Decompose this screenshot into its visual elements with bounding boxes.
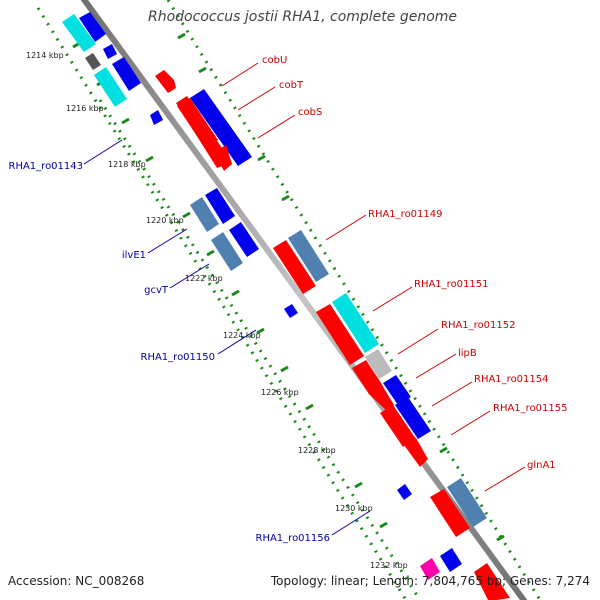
- gene-RHA1_ro01143[interactable]: [150, 110, 163, 125]
- leader-RHA1_ro01150: [217, 329, 257, 355]
- gene-RHA1_ro01155[interactable]: [404, 438, 428, 467]
- forward-gene-labels: cobU cobT cobS RHA1_ro01149 RHA1_ro01151…: [262, 55, 568, 471]
- ruler-tick-label: 1232 kbp: [370, 561, 408, 570]
- gene-red-1152[interactable]: [352, 360, 383, 394]
- ruler-tick-label: 1218 kbp: [108, 160, 146, 169]
- gene-label-RHA1_ro01156[interactable]: RHA1_ro01156: [256, 533, 331, 544]
- guide-line-inner-left: [98, 99, 422, 600]
- gene-red-lipB[interactable]: [368, 385, 394, 414]
- gene-red-small-1[interactable]: [214, 145, 232, 171]
- gene-blue-top-3[interactable]: [112, 57, 141, 91]
- leader-RHA1_ro01151: [372, 286, 413, 312]
- gene-cyan-top-2[interactable]: [94, 67, 127, 107]
- gene-ilvE1-steel[interactable]: [190, 197, 219, 232]
- gene-label-RHA1_ro01155[interactable]: RHA1_ro01155: [493, 403, 568, 414]
- gene-label-ilvE1[interactable]: ilvE1: [122, 250, 146, 261]
- gene-cobT[interactable]: [190, 89, 252, 166]
- reverse-gene-labels: RHA1_ro01143 ilvE1 gcvT RHA1_ro01150 RHA…: [9, 161, 331, 544]
- gene-red-1154[interactable]: [380, 405, 416, 447]
- gene-red-1151[interactable]: [316, 304, 364, 365]
- gene-magenta-bottom[interactable]: [420, 558, 440, 580]
- ruler-tick-label: 1224 kbp: [223, 331, 261, 340]
- gene-label-RHA1_ro01151[interactable]: RHA1_ro01151: [414, 279, 489, 290]
- gene-gcvT-steel[interactable]: [211, 232, 243, 271]
- gene-RHA1_ro01154[interactable]: [395, 397, 431, 439]
- genome-title: Rhodococcus jostii RHA1, complete genome: [148, 9, 458, 25]
- gene-label-RHA1_ro01154[interactable]: RHA1_ro01154: [474, 374, 549, 385]
- genome-summary-text: Topology: linear; Length: 7,804,765 bp; …: [270, 574, 590, 588]
- forward-strand-genes: [155, 70, 510, 600]
- leader-cobU: [221, 62, 259, 87]
- gene-RHA1_ro01152[interactable]: [365, 349, 392, 379]
- gene-label-RHA1_ro01152[interactable]: RHA1_ro01152: [441, 320, 516, 331]
- ruler-tick-labels: 1214 kbp 1216 kbp 1218 kbp 1220 kbp 1222…: [26, 51, 408, 570]
- leader-RHA1_ro01154: [431, 381, 473, 407]
- gene-label-lipB[interactable]: lipB: [458, 348, 477, 359]
- ruler-tick-label: 1216 kbp: [66, 104, 104, 113]
- gene-red-glnA1[interactable]: [430, 489, 470, 537]
- gene-RHA1_ro01150[interactable]: [284, 304, 298, 318]
- gene-label-cobS[interactable]: cobS: [298, 107, 322, 118]
- gene-glnA1[interactable]: [447, 478, 487, 527]
- leader-RHA1_ro01143: [83, 139, 123, 165]
- ruler-tick-label: 1228 kbp: [298, 446, 336, 455]
- reverse-strand-genes: [62, 12, 412, 500]
- label-leader-lines: [83, 62, 526, 536]
- ruler-tick-label: 1226 kbp: [261, 388, 299, 397]
- leader-RHA1_ro01152: [397, 328, 439, 355]
- guide-line-right: [166, 0, 542, 600]
- leader-lipB: [415, 353, 457, 379]
- gene-label-RHA1_ro01143[interactable]: RHA1_ro01143: [9, 161, 84, 172]
- gene-dark-1[interactable]: [85, 53, 101, 70]
- leader-cobS: [257, 114, 296, 139]
- leader-cobT: [237, 86, 276, 111]
- genome-backbone: [80, 0, 528, 600]
- gene-cobU[interactable]: [155, 70, 176, 93]
- gene-blue-top-2[interactable]: [103, 44, 117, 59]
- leader-glnA1: [484, 466, 526, 492]
- leader-RHA1_ro01156: [331, 510, 371, 536]
- ruler-tick-label: 1220 kbp: [146, 216, 184, 225]
- ruler-tick-label: 1230 kbp: [335, 504, 373, 513]
- gene-cyan-top-1[interactable]: [62, 14, 96, 52]
- gene-blue-bottom[interactable]: [440, 548, 462, 572]
- leader-ilvE1: [147, 228, 188, 254]
- gene-gcvT[interactable]: [229, 222, 259, 257]
- accession-text: Accession: NC_008268: [8, 574, 145, 588]
- gene-red-1149[interactable]: [273, 240, 316, 294]
- leader-RHA1_ro01155: [450, 410, 491, 436]
- gene-ilvE1[interactable]: [205, 188, 235, 224]
- gene-label-gcvT[interactable]: gcvT: [144, 285, 169, 296]
- ruler-tick-marks: [72, 32, 505, 542]
- gene-RHA1_ro01156[interactable]: [397, 484, 412, 500]
- gene-RHA1_ro01151[interactable]: [332, 293, 379, 353]
- leader-gcvT: [169, 263, 210, 289]
- gene-red-bottom[interactable]: [474, 563, 510, 600]
- gene-label-RHA1_ro01150[interactable]: RHA1_ro01150: [141, 352, 216, 363]
- gene-cobS[interactable]: [177, 98, 218, 148]
- gene-label-cobT[interactable]: cobT: [279, 80, 304, 91]
- gene-RHA1_ro01149[interactable]: [288, 230, 329, 282]
- gene-label-glnA1[interactable]: glnA1: [527, 460, 556, 471]
- gene-label-cobU[interactable]: cobU: [262, 55, 287, 66]
- gene-lipB[interactable]: [383, 375, 411, 405]
- gene-blue-top-1[interactable]: [79, 12, 106, 42]
- gene-label-RHA1_ro01149[interactable]: RHA1_ro01149: [368, 209, 443, 220]
- leader-RHA1_ro01149: [325, 214, 367, 241]
- ruler-tick-label: 1214 kbp: [26, 51, 64, 60]
- ruler-tick-label: 1222 kbp: [185, 274, 223, 283]
